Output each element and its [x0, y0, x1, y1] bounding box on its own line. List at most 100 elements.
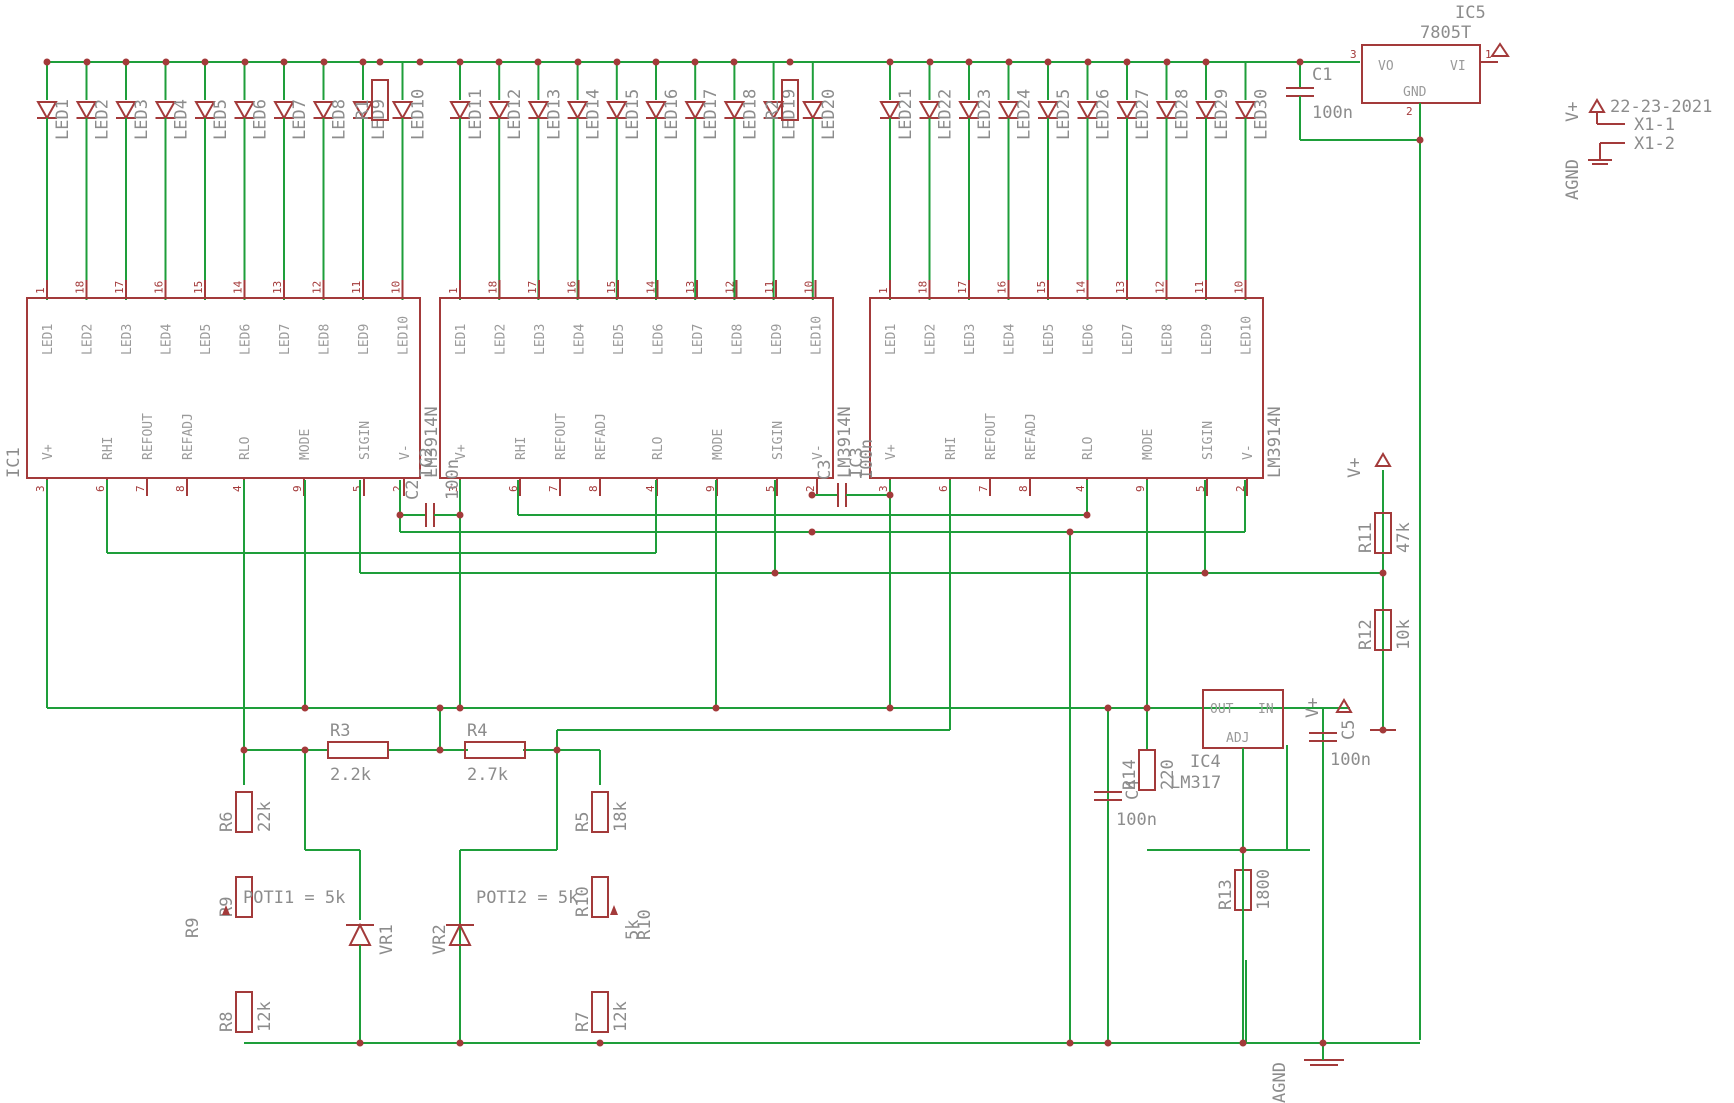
pin-label: LED4	[1003, 324, 1018, 355]
ic-name: IC3	[847, 447, 867, 478]
junction-dot	[786, 58, 794, 66]
junction-dot	[1005, 58, 1013, 66]
pin-label: LED4	[573, 324, 588, 355]
junction-dot	[886, 704, 894, 712]
junction-dot	[83, 58, 91, 66]
pin-label: LED7	[691, 324, 706, 355]
pin-label: LED1	[454, 324, 469, 355]
junction-dot	[596, 1039, 604, 1047]
r2-name: R2	[763, 100, 783, 120]
supply-symbol-r11: V+	[1345, 452, 1396, 731]
led-label: LED15	[623, 89, 643, 140]
pin-label: REFOUT	[554, 413, 569, 460]
c5-name: C5	[1339, 720, 1359, 740]
pin-number: 8	[587, 485, 600, 492]
ic5-vo-pin: VO	[1378, 59, 1394, 74]
c3-capacitor: C3 100n	[812, 439, 890, 507]
pin-label: LED3	[533, 324, 548, 355]
x1-ground-label: AGND	[1563, 159, 1583, 200]
pin-label: V-	[1241, 444, 1256, 460]
r13-name: R13	[1216, 879, 1236, 910]
junction-dot	[280, 58, 288, 66]
r1-name: R1	[353, 100, 373, 120]
pin-label: RLO	[238, 436, 253, 460]
led-label: LED25	[1054, 89, 1074, 140]
pin-number: 4	[1074, 485, 1087, 492]
c1-capacitor: C1 100n	[1286, 62, 1353, 140]
led-label: LED5	[211, 99, 231, 140]
junction-dot	[1379, 726, 1387, 734]
junction-dot	[320, 58, 328, 66]
pin-label: LED6	[239, 324, 254, 355]
junction-dot	[1239, 1039, 1247, 1047]
ic4-in-pin: IN	[1258, 702, 1274, 717]
ic4-value: LM317	[1170, 773, 1221, 793]
led-label: LED21	[896, 89, 916, 140]
junction-dot	[1066, 1039, 1074, 1047]
pin-number: 12	[1154, 281, 1167, 294]
r12-name: R12	[1356, 619, 1376, 650]
led-26: LED26	[1076, 62, 1114, 300]
junction-dot	[1044, 58, 1052, 66]
junction-dot	[396, 511, 404, 519]
bottom-wiring	[46, 470, 1420, 1044]
junction-dot	[808, 491, 816, 499]
ic-value: LM3914N	[1265, 406, 1285, 478]
r8-value: 12k	[255, 1001, 275, 1032]
junction-dot	[712, 704, 720, 712]
led-24: LED24	[997, 62, 1035, 300]
r13-value: 1800	[1254, 869, 1274, 910]
led-label: LED4	[172, 99, 192, 140]
led-label: LED19	[780, 89, 800, 140]
ic5-pin1: 1	[1485, 48, 1492, 61]
r11-value: 47k	[1394, 522, 1414, 553]
pin-number: 18	[74, 281, 87, 294]
led-label: LED11	[466, 89, 486, 140]
pin-label: LED10	[810, 316, 825, 355]
pin-number: 5	[1194, 485, 1207, 492]
led-10: LED10	[391, 62, 429, 300]
r1-resistor: R1	[353, 79, 389, 121]
pin-label: REFADJ	[594, 413, 609, 460]
led-29: LED29	[1195, 62, 1232, 300]
r3-resistor: R32.2k	[327, 721, 389, 785]
led-20: LED20	[802, 62, 839, 300]
junction-dot	[1143, 704, 1151, 712]
pin-number: 5	[764, 485, 777, 492]
ic4-adj-pin: ADJ	[1226, 731, 1249, 746]
junction-dot	[301, 704, 309, 712]
pin-label: LED9	[357, 324, 372, 355]
c4-name: C4	[1123, 780, 1143, 800]
pin-number: 13	[1114, 281, 1127, 294]
pin-label: MODE	[1141, 429, 1156, 460]
pin-label: LED1	[884, 324, 899, 355]
led-2: LED2	[75, 62, 113, 300]
junction-dot	[495, 58, 503, 66]
junction-dot	[356, 1039, 364, 1047]
junction-dot	[1084, 58, 1092, 66]
junction-dot	[771, 569, 779, 577]
pin-number: 14	[232, 280, 245, 294]
vr2-name: VR2	[430, 924, 450, 955]
pin-number: 11	[1193, 281, 1206, 294]
pin-number: 17	[956, 281, 969, 294]
ic4-supply-label: V+	[1303, 698, 1323, 718]
led-label: LED8	[330, 99, 350, 140]
pin-number: 9	[291, 485, 304, 492]
r9-name: R9	[183, 918, 203, 938]
c5-capacitor: C5 100n	[1309, 720, 1371, 770]
c4-value: 100n	[1116, 810, 1157, 830]
junction-dot	[436, 746, 444, 754]
junction-dot	[1104, 704, 1112, 712]
c1-value: 100n	[1312, 103, 1353, 123]
led-3: LED3	[115, 62, 152, 300]
pin-label: LED3	[963, 324, 978, 355]
junction-dot	[43, 58, 51, 66]
ic5-name: IC5	[1455, 3, 1486, 23]
date-label: 22-23-2021	[1610, 97, 1712, 117]
vr2-reference: VR2	[430, 922, 474, 955]
led-label: LED28	[1173, 89, 1193, 140]
vr1-reference: VR1	[346, 850, 397, 1043]
